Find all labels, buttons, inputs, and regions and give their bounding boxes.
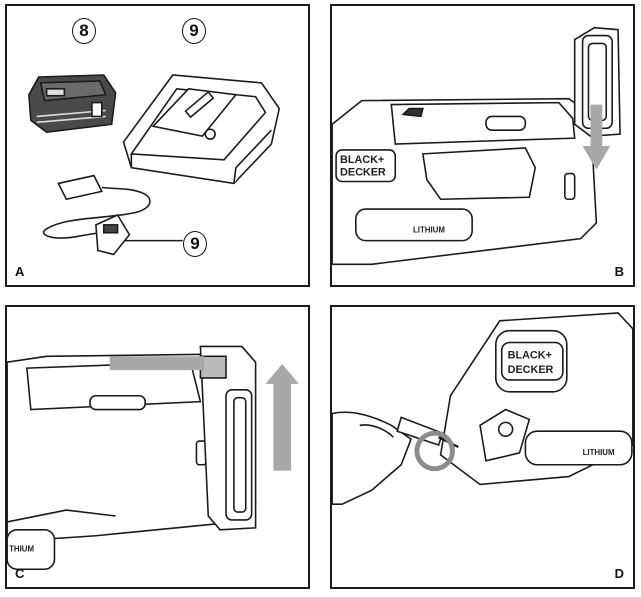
brand-badge: BLACK+ DECKER	[500, 341, 564, 381]
brand-line-1: BLACK+	[340, 154, 384, 166]
panel-c: THIUM C	[5, 305, 310, 589]
brand-line-2: DECKER	[508, 364, 554, 376]
panel-label: C	[15, 566, 25, 581]
tool-body	[439, 312, 633, 486]
lithium-label: THIUM	[9, 545, 34, 554]
lithium-label: LITHIUM	[583, 448, 615, 457]
panel-label: D	[614, 566, 624, 581]
callout-9-charger: 9	[182, 18, 206, 44]
callout-8: 8	[72, 18, 96, 44]
battery-charger-illustration	[28, 74, 281, 256]
brand-line-2: DECKER	[340, 167, 386, 179]
tool-body	[7, 353, 257, 571]
brand-line-1: BLACK+	[508, 349, 552, 361]
lithium-label: LITHIUM	[413, 226, 445, 235]
screw-removal-illustration: BLACK+ DECKER LITHIUM	[332, 312, 633, 505]
charger-cable	[42, 174, 183, 256]
charger-base	[122, 74, 281, 185]
panel-a: 8 9 9 A	[5, 4, 310, 287]
hand-with-screwdriver	[332, 411, 459, 505]
tool-body	[332, 97, 598, 266]
down-arrow-icon	[582, 104, 611, 170]
battery-pack	[199, 345, 257, 531]
battery-insertion-illustration: BLACK+ DECKER LITHIUM	[332, 26, 621, 266]
callout-9-cable: 9	[183, 231, 207, 257]
release-arrow-icon	[109, 356, 205, 371]
brand-badge: BLACK+ DECKER	[335, 149, 397, 183]
panel-b: BLACK+ DECKER LITHIUM B	[330, 4, 635, 287]
up-arrow-icon	[265, 364, 299, 471]
panel-d: BLACK+ DECKER LITHIUM D	[330, 305, 635, 589]
battery-pack	[28, 74, 117, 134]
battery-removal-illustration: THIUM	[7, 345, 299, 571]
panel-label: B	[614, 264, 624, 279]
screw-highlight	[414, 430, 455, 472]
panel-label: A	[15, 264, 25, 279]
